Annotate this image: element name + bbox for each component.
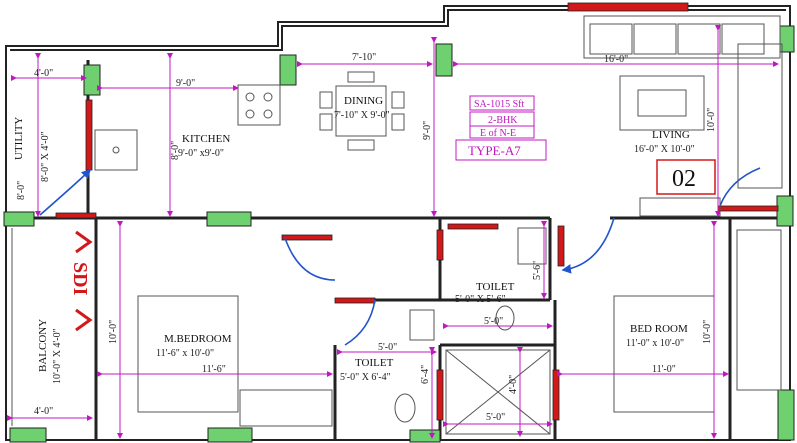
dim-utility-width: 4'-0" — [34, 68, 53, 79]
toilet1-size: 5'-0" X 5'-6" — [455, 294, 506, 305]
utility-size: 8'-0" X 4'-0" — [40, 131, 51, 182]
dim-shaft-width: 5'-0" — [486, 412, 505, 423]
info-facing: E of N-E — [480, 128, 516, 139]
balcony-label: BALCONY — [37, 319, 49, 372]
dim-toilet2-width: 5'-0" — [378, 342, 397, 353]
dim-toilet1-height: 5'-6" — [532, 261, 543, 280]
interior-walls — [6, 60, 790, 440]
bedroom-label: BED ROOM — [630, 323, 688, 335]
utility-label: UTILITY — [13, 117, 25, 160]
dim-living-width: 16'-0" — [604, 54, 628, 65]
dim-balcony-width: 4'-0" — [34, 406, 53, 417]
dim-toilet2-height: 6'-4" — [420, 365, 431, 384]
dim-mbed-height: 10'-0" — [108, 320, 119, 344]
flat-number-box — [656, 159, 716, 195]
toilet2-size: 5'-0" X 6'-4" — [340, 372, 391, 383]
info-area: SA-1015 Sft — [474, 99, 525, 110]
sdi-stamp: SDI — [69, 262, 91, 296]
dim-living-height: 10'-0" — [706, 108, 717, 132]
dim-toilet1-width: 5'-0" — [484, 316, 503, 327]
toilet2-label: TOILET — [355, 357, 394, 369]
doors — [55, 2, 779, 421]
sdi-stamp-chevrons — [75, 230, 93, 332]
flat-number: 02 — [672, 166, 696, 192]
dim-kitchen-width: 9'-0" — [176, 78, 195, 89]
bedroom-size: 11'-0" x 10'-0" — [626, 338, 684, 349]
dim-kitchen-height: 8'-0" — [170, 141, 181, 160]
outer-walls — [5, 5, 791, 441]
kitchen-size: 9'-0" x9'-0" — [178, 148, 224, 159]
balcony-size: 10'-0" X 4'-0" — [52, 328, 63, 384]
door-swings — [39, 167, 761, 346]
dimension-lines — [7, 25, 779, 439]
mbedroom-label: M.BEDROOM — [164, 333, 232, 345]
info-box — [455, 95, 547, 161]
dim-bed-width: 11'-0" — [652, 364, 676, 375]
dim-dining-width: 7'-10" — [352, 52, 376, 63]
living-label: LIVING — [652, 129, 690, 141]
mbedroom-size: 11'-6" x 10'-0" — [156, 348, 214, 359]
dim-bed-height: 10'-0" — [702, 320, 713, 344]
toilet1-label: TOILET — [476, 281, 515, 293]
info-type: TYPE-A7 — [468, 143, 521, 158]
dim-mbed-width: 11'-6" — [202, 364, 226, 375]
kitchen-label: KITCHEN — [182, 133, 230, 145]
furniture — [11, 15, 783, 435]
info-bhk: 2-BHK — [488, 115, 518, 126]
dining-size: 7'-10" X 9'-0" — [334, 110, 390, 121]
living-size: 16'-0" X 10'-0" — [634, 144, 695, 155]
dim-utility-height: 8'-0" — [16, 181, 27, 200]
dim-dining-height: 9'-0" — [422, 121, 433, 140]
dining-label: DINING — [344, 95, 383, 107]
dim-shaft-height: 4'-0" — [508, 375, 519, 394]
